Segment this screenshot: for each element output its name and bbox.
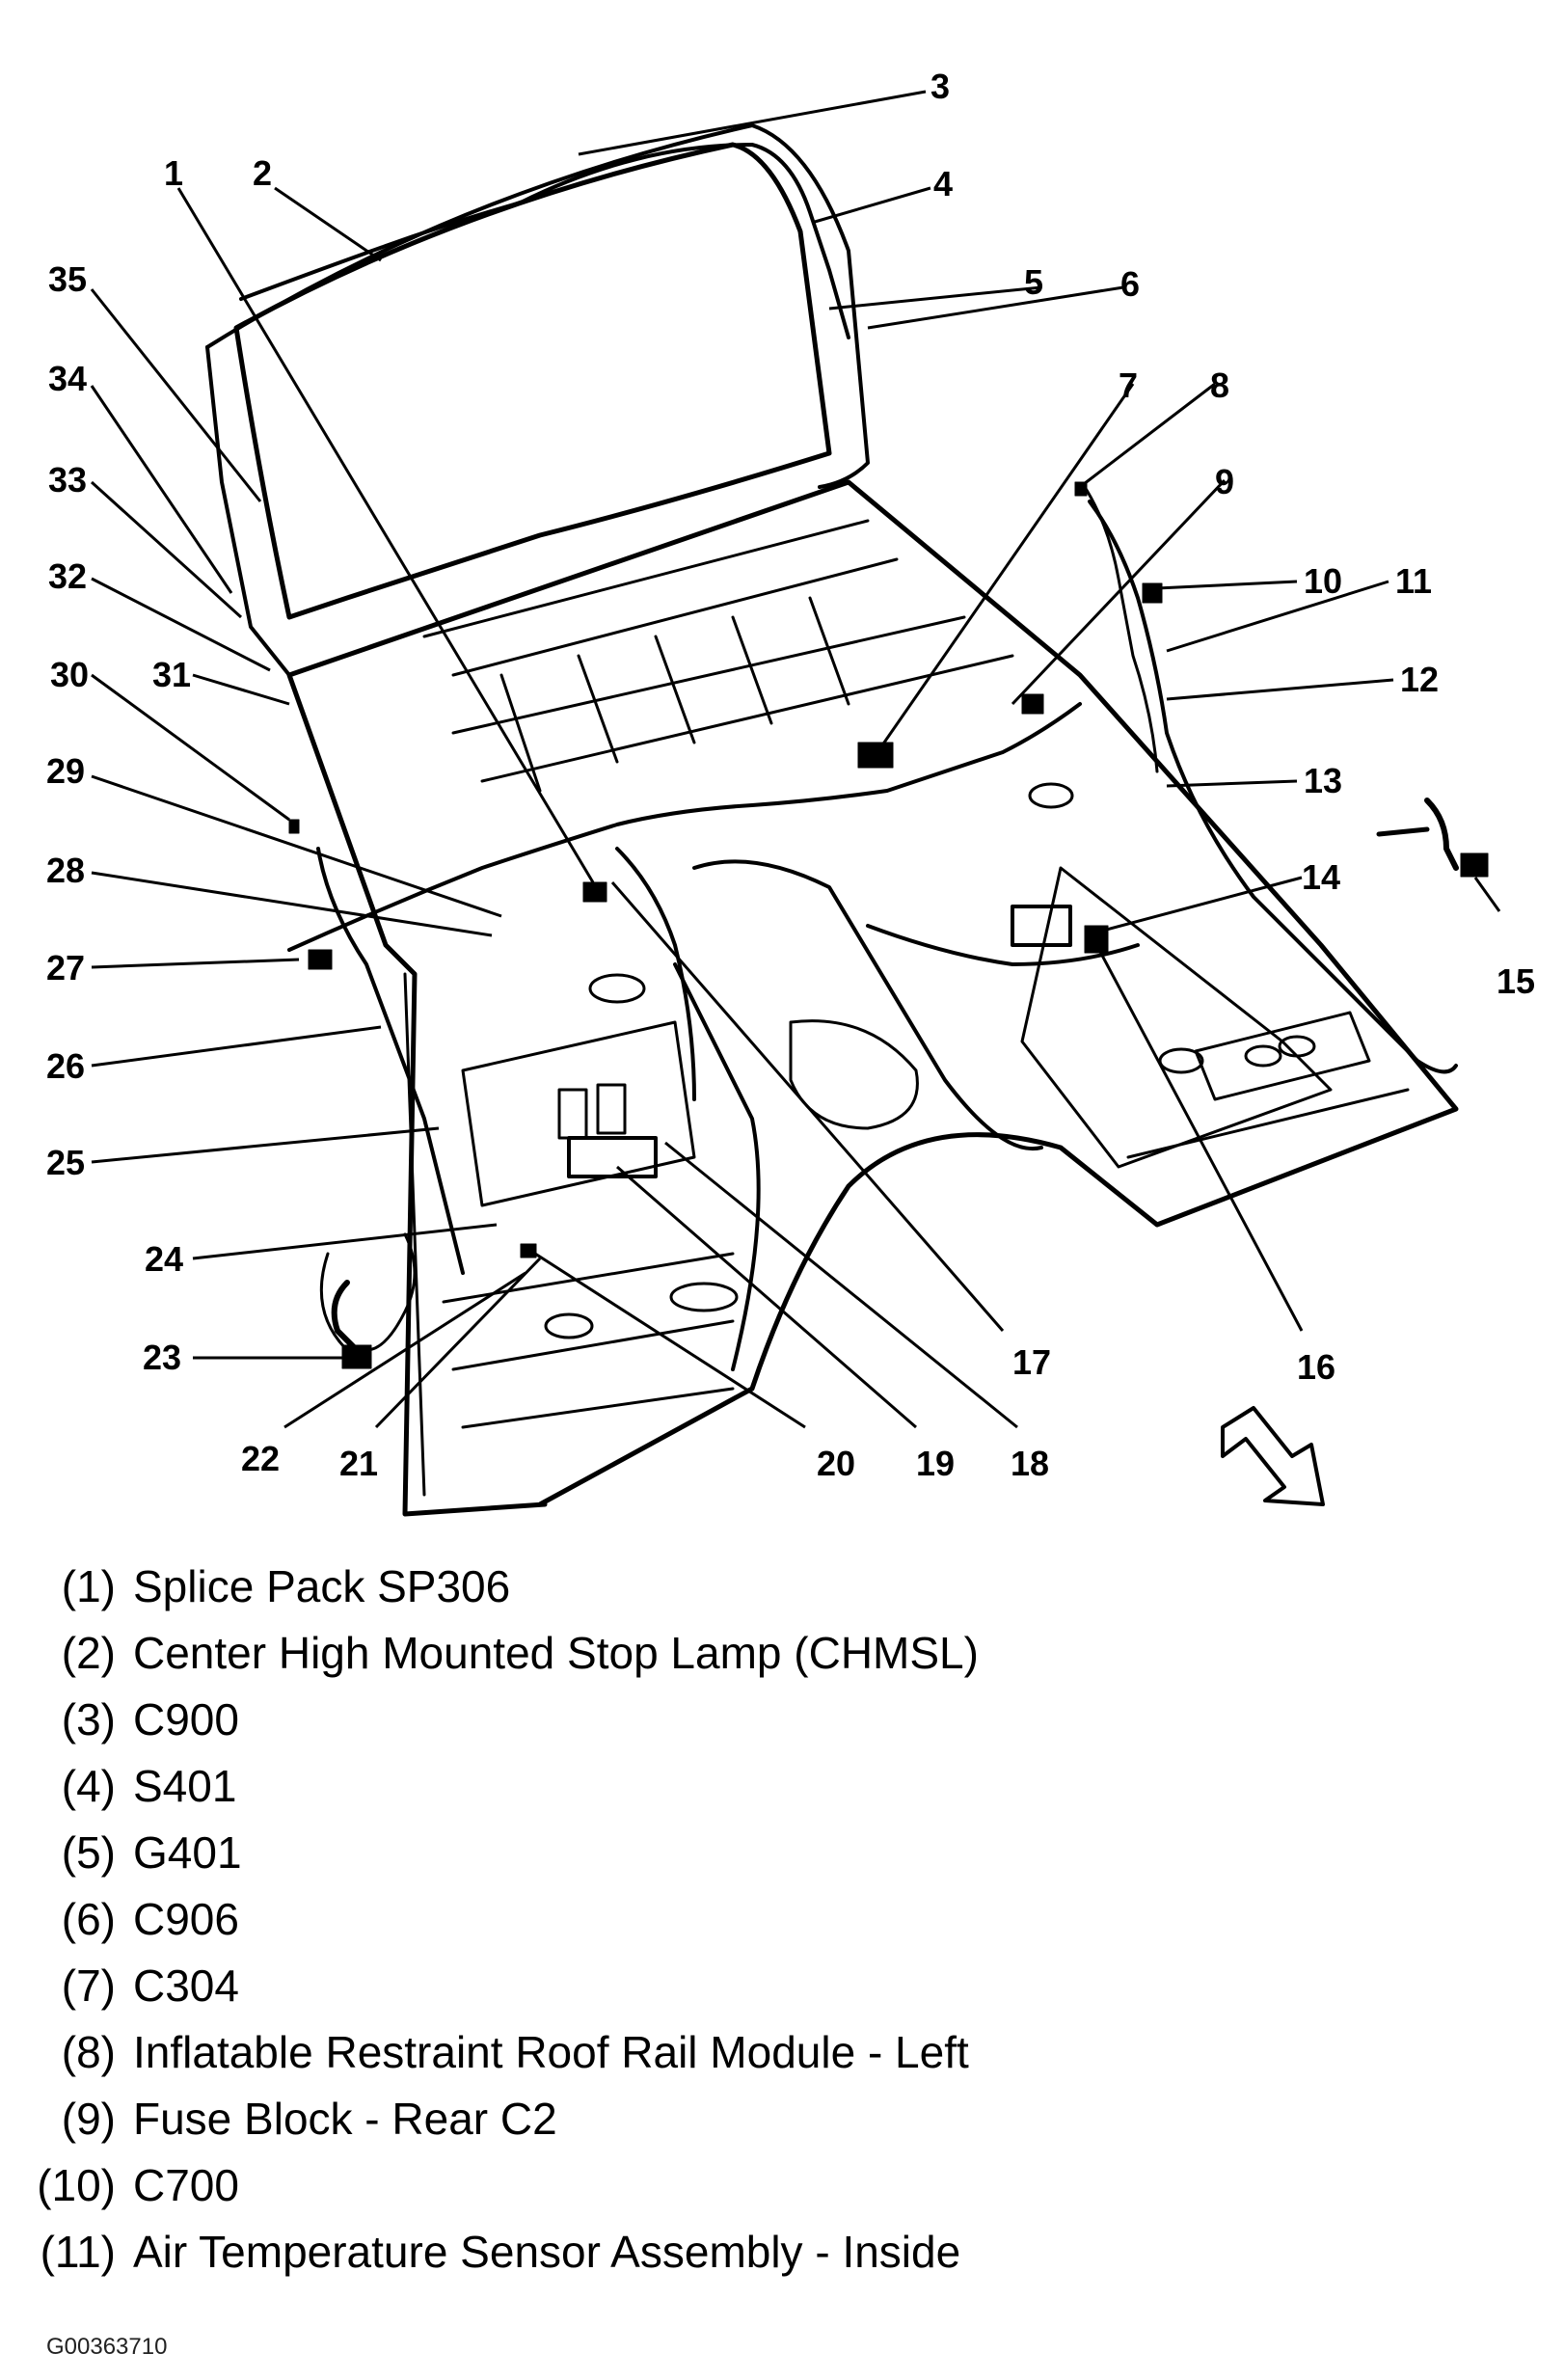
callout-33: 33 [48,460,87,500]
callout-3: 3 [930,67,950,106]
callout-19: 19 [916,1444,955,1483]
callout-9: 9 [1215,462,1234,501]
callout-24: 24 [145,1239,183,1279]
legend-label: C900 [133,1694,239,1744]
callout-25: 25 [46,1143,85,1182]
callout-12: 12 [1400,660,1439,699]
legend-item: (6) C906 [0,1890,1564,1948]
legend-label: Inflatable Restraint Roof Rail Module - … [133,2027,969,2077]
legend-item: (2) Center High Mounted Stop Lamp (CHMSL… [0,1624,1564,1682]
callout-13: 13 [1304,761,1342,800]
callout-10: 10 [1304,561,1342,601]
wiring-harness-diagram: 1 2 3 4 5 6 7 8 9 10 11 12 13 14 15 16 1… [46,67,1535,1517]
callout-22: 22 [241,1439,280,1478]
callout-30: 30 [50,655,89,694]
legend-item: (4) S401 [0,1757,1564,1815]
legend-label: C304 [133,1961,239,2011]
legend-number: (11) [40,2227,116,2277]
legend-number: (5) [61,1827,116,1878]
callout-11: 11 [1395,561,1432,601]
callout-21: 21 [339,1444,378,1483]
body-harness [287,702,1140,1101]
vehicle-outline [205,123,1489,1517]
legend-number: (3) [61,1694,116,1744]
floor-pan [286,479,1459,1517]
legend-item: (1) Splice Pack SP306 [0,1557,1564,1615]
callout-8: 8 [1210,365,1229,405]
callout-27: 27 [46,948,85,987]
legend-item: (5) G401 [0,1824,1564,1881]
callout-29: 29 [46,751,85,791]
legend-item: (8) Inflatable Restraint Roof Rail Modul… [0,2023,1564,2081]
legend-number: (9) [61,2094,116,2144]
callout-28: 28 [46,851,85,890]
roof-harness [239,143,850,339]
figure-id: G00363710 [46,2334,168,2360]
callout-18: 18 [1011,1444,1049,1483]
callout-23: 23 [143,1338,181,1377]
legend-label: Center High Mounted Stop Lamp (CHMSL) [133,1628,979,1678]
callout-35: 35 [48,259,87,299]
legend-label: Air Temperature Sensor Assembly - Inside [133,2227,961,2277]
legend-item: (11) Air Temperature Sensor Assembly - I… [0,2223,1564,2281]
callout-15: 15 [1497,961,1535,1001]
center-tunnel [673,859,1043,1371]
legend-label: S401 [133,1761,237,1811]
legend-item: (7) C304 [0,1957,1564,2015]
legend-number: (2) [61,1628,116,1678]
legend-number: (7) [61,1961,116,2011]
legend-label: Fuse Block - Rear C2 [133,2094,557,2144]
callout-4: 4 [933,164,953,203]
rear-window-frame [205,123,870,489]
legend-number: (10) [37,2160,116,2210]
callout-26: 26 [46,1046,85,1086]
forward-direction-arrow [1221,1406,1325,1506]
callout-labels: 1 2 3 4 5 6 7 8 9 10 11 12 13 14 15 16 1… [46,67,1535,1483]
module-box-18 [567,1136,658,1178]
legend-item: (3) C900 [0,1690,1564,1748]
callout-2: 2 [253,153,272,193]
legend-number: (1) [61,1561,116,1611]
callout-1: 1 [164,153,183,193]
callout-14: 14 [1302,857,1340,897]
callout-17: 17 [1012,1342,1051,1382]
legend-number: (8) [61,2027,116,2077]
connector-7 [857,742,894,769]
callout-34: 34 [48,359,87,398]
legend-label: C906 [133,1894,239,1944]
callout-20: 20 [817,1444,855,1483]
callout-31: 31 [152,655,191,694]
legend-label: Splice Pack SP306 [133,1561,511,1611]
callout-6: 6 [1120,264,1140,304]
legend-label: G401 [133,1827,242,1878]
legend-number: (6) [61,1894,116,1944]
legend-item: (9) Fuse Block - Rear C2 [0,2090,1564,2148]
callout-32: 32 [48,556,87,596]
legend-item: (10) C700 [0,2156,1564,2214]
module-box-14 [1011,905,1072,947]
callout-5: 5 [1024,262,1043,302]
callout-leaders [90,90,1501,1429]
callout-16: 16 [1297,1347,1335,1387]
legend-label: C700 [133,2160,239,2210]
right-side-harness [1088,500,1458,1074]
callout-7: 7 [1119,365,1138,405]
legend-number: (4) [61,1761,116,1811]
